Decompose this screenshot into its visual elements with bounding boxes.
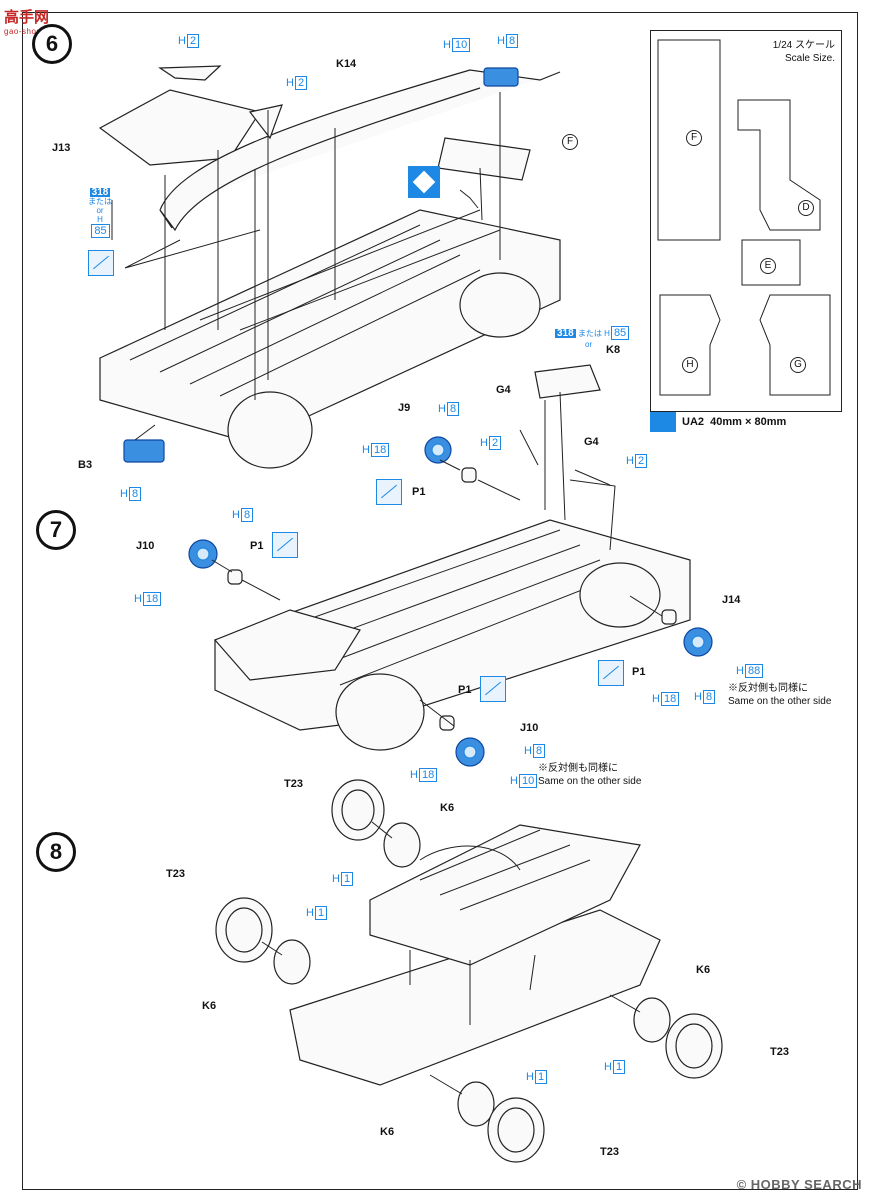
decal-label-g: G — [790, 357, 806, 373]
step8-k6-b: K6 — [202, 1000, 217, 1012]
step8-t23-b: T23 — [166, 868, 185, 880]
step7-note-2: ※反対側も同様に Same on the other side — [538, 763, 642, 787]
f-decal-area — [437, 137, 531, 181]
decal-sheet: 1/24 スケール Scale Size. — [650, 30, 842, 412]
step7-glue-icon-b — [272, 532, 298, 558]
step7-j9: J9 — [398, 402, 411, 414]
decal-shapes — [657, 39, 831, 396]
step-number-6: 6 — [32, 24, 72, 64]
step7-j10-b: J10 — [520, 722, 539, 734]
j13-floor-plate — [98, 89, 261, 166]
page-frame — [22, 12, 858, 1190]
decal-scale: 1/24 スケール Scale Size. — [772, 40, 835, 64]
step6-j13: J13 — [52, 142, 71, 154]
decal-g-outline — [759, 294, 831, 396]
step6-chassis-drawing — [98, 65, 561, 469]
watermark: 高手网 gao-shou.com — [4, 6, 61, 36]
step8-k6-a: K6 — [440, 802, 455, 814]
step-number-8: 8 — [36, 832, 76, 872]
watermark-brand: 高手网 — [4, 9, 50, 26]
decal-f-outline — [657, 39, 721, 241]
decal-label-f: F — [686, 130, 702, 146]
step6-decal-icon — [408, 166, 440, 198]
step8-k6-d: K6 — [380, 1126, 395, 1138]
step7-p1-d: P1 — [458, 684, 472, 696]
step6-paint-note: 318 または or H85 — [88, 187, 112, 238]
step8-k6-c: K6 — [696, 964, 711, 976]
watermark-url: gao-shou.com — [4, 27, 61, 36]
decal-label-e: E — [760, 258, 776, 274]
step8-t23-a: T23 — [284, 778, 303, 790]
decal-h-outline — [659, 294, 721, 396]
step7-note-1: ※反対側も同様に Same on the other side — [728, 683, 832, 707]
step8-t23-c: T23 — [770, 1046, 789, 1058]
step7-p1-c: P1 — [632, 666, 646, 678]
step7-chassis-drawing — [188, 364, 713, 767]
step-number-7: 7 — [36, 510, 76, 550]
decal-label-h: H — [682, 357, 698, 373]
step6-glue-icon — [88, 250, 114, 276]
step6-b3: B3 — [78, 459, 93, 471]
decal-label-d: D — [798, 200, 814, 216]
footer-watermark: © HOBBY SEARCH — [736, 1177, 862, 1192]
step7-g4-a: G4 — [496, 384, 511, 396]
step7-g4-b: G4 — [584, 436, 599, 448]
step7-glue-icon-c — [598, 660, 624, 686]
decal-ua-icon — [650, 412, 676, 432]
decal-e-outline — [741, 239, 801, 286]
step8-t23-d: T23 — [600, 1146, 619, 1158]
step7-p1-b: P1 — [250, 540, 264, 552]
h8-blue-part — [483, 67, 519, 87]
step7-glue-icon-a — [376, 479, 402, 505]
step6-f: F — [562, 134, 578, 150]
step7-glue-icon-d — [480, 676, 506, 702]
step7-j14: J14 — [722, 594, 741, 606]
step7-j10-a: J10 — [136, 540, 155, 552]
step7-paint-tag: 318 — [555, 328, 576, 339]
step6-paint-tag: 318 — [89, 187, 111, 198]
decal-size-note: UA2 40mm × 80mm — [650, 412, 786, 432]
step6-k14: K14 — [336, 58, 357, 70]
step7-k8: K8 — [606, 344, 621, 356]
decal-d-outline — [737, 99, 821, 231]
step7-p1-a: P1 — [412, 486, 426, 498]
step8-car-drawing — [215, 779, 723, 1163]
b3-blue-part — [123, 439, 165, 463]
